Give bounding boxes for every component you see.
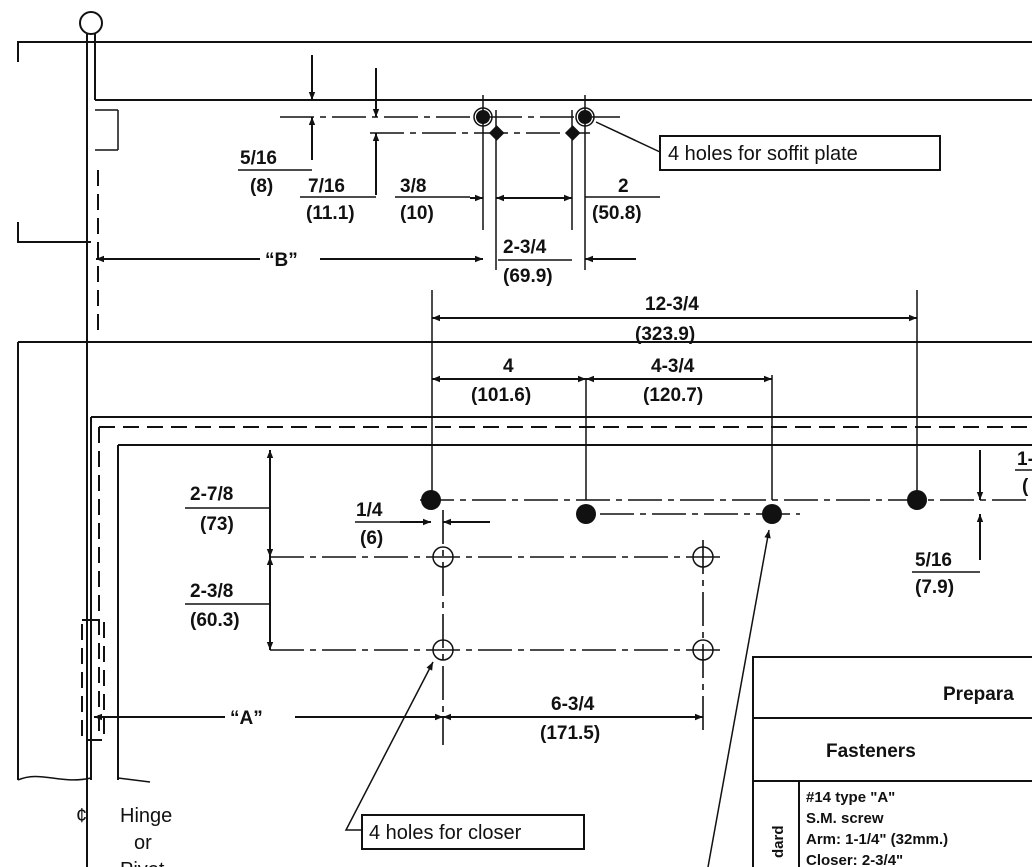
dim-2: 2 (618, 176, 629, 197)
arm-holes (421, 490, 927, 524)
dim-6-3-4-mm: (171.5) (540, 723, 600, 744)
door-dim-arrows (94, 314, 1032, 721)
dim-3-8: 3/8 (400, 176, 426, 197)
dim-2-3-4-mm: (69.9) (503, 266, 553, 287)
dim-4-3-4: 4-3/4 (651, 356, 695, 377)
dim-right-partial: 1- (1017, 449, 1032, 470)
dim-7-16-mm: (11.1) (306, 203, 355, 224)
dim-2-3-8: 2-3/8 (190, 581, 233, 602)
dim-5-16-door-mm: (7.9) (915, 577, 954, 598)
soffit-dim-arrows (96, 55, 660, 263)
dim-4-mm: (101.6) (471, 385, 531, 406)
dim-5-16-soffit-mm: (8) (250, 176, 273, 197)
door-outline (17, 341, 1032, 783)
dim-6-3-4: 6-3/4 (551, 694, 595, 715)
dim-4: 4 (503, 356, 514, 377)
table-fasteners-header: Fasteners (826, 741, 916, 762)
table-row: Arm: 1-1/4" (32mm.) (806, 831, 948, 848)
hinge-label: Hinge (120, 805, 172, 827)
dim-1-4: 1/4 (356, 500, 383, 521)
dim-b: “B” (265, 250, 298, 271)
dim-a: “A” (230, 708, 263, 729)
dim-2-mm: (50.8) (592, 203, 642, 224)
dim-5-16-door: 5/16 (915, 550, 952, 571)
pivot-label: Pivot (120, 859, 165, 867)
dim-right-partial-mm: ( (1022, 476, 1029, 497)
table-title: Prepara (943, 684, 1014, 705)
dim-5-16-soffit: 5/16 (240, 148, 277, 169)
table-row: #14 type "A" (806, 789, 895, 806)
table-side-label: dard (770, 825, 787, 858)
dim-7-16: 7/16 (308, 176, 345, 197)
dim-2-7-8: 2-7/8 (190, 484, 233, 505)
dim-2-3-4: 2-3/4 (503, 237, 547, 258)
dim-1-4-mm: (6) (360, 528, 383, 549)
closer-body-holes (432, 546, 714, 661)
table-row: S.M. screw (806, 810, 884, 827)
soffit-callout-label: 4 holes for soffit plate (668, 143, 858, 165)
dim-12-3-4: 12-3/4 (645, 294, 699, 315)
preparation-table: Prepara Fasteners dard #14 type "A" S.M.… (752, 656, 1032, 867)
frame-head-outline (17, 11, 1032, 867)
dim-4-3-4-mm: (120.7) (643, 385, 703, 406)
dim-3-8-mm: (10) (400, 203, 434, 224)
soffit-plate-holes (473, 107, 595, 141)
closer-callout-label: 4 holes for closer (369, 822, 522, 844)
soffit-callout: 4 holes for soffit plate (595, 121, 941, 171)
hinge-or-label: or (134, 832, 152, 854)
closer-callout: 4 holes for closer (344, 529, 771, 867)
dim-12-3-4-mm: (323.9) (635, 324, 695, 345)
dim-2-7-8-mm: (73) (200, 514, 234, 535)
centerline-symbol: ¢ (76, 805, 87, 827)
table-row: Closer: 2-3/4" (806, 852, 903, 867)
dim-2-3-8-mm: (60.3) (190, 610, 240, 631)
